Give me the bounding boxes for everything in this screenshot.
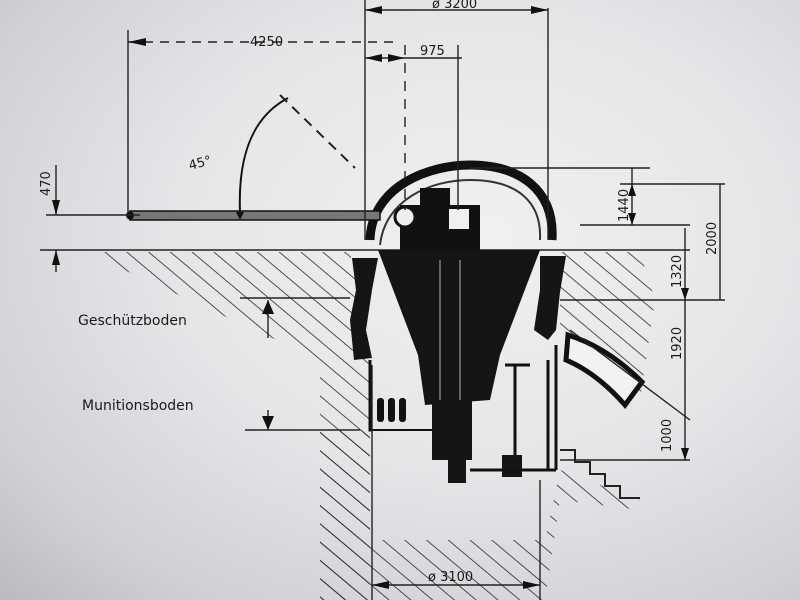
dim-height-1000: 1000 xyxy=(660,419,675,452)
elevation-arc xyxy=(238,97,289,213)
recoil-housing xyxy=(420,188,450,208)
dim-height-1440: 1440 xyxy=(617,189,632,222)
earth-hatch-left xyxy=(85,252,370,600)
dim-height-1320: 1320 xyxy=(670,255,685,288)
ammo-hoist-base xyxy=(502,455,522,477)
trunnion xyxy=(393,205,417,229)
dim-offset-975: 975 xyxy=(420,44,445,59)
dim-barrel-height: 470 xyxy=(39,171,54,196)
elevation-arc-arrow xyxy=(236,212,244,220)
turret-dome-inner xyxy=(379,178,542,246)
dim-barrel-reach: 4250 xyxy=(250,35,283,50)
turret-dome xyxy=(365,160,557,241)
central-pedestal xyxy=(432,400,472,460)
stairs xyxy=(560,449,640,499)
ammo-chute xyxy=(563,331,646,409)
dim-pit-diameter: ø 3100 xyxy=(428,570,473,585)
dim-height-2000: 2000 xyxy=(705,222,720,255)
pedestal-foot xyxy=(448,455,466,483)
label-gun-floor: Geschützboden xyxy=(78,313,187,329)
label-ammo-floor: Munitionsboden xyxy=(82,398,194,414)
dimension-lines xyxy=(46,0,725,600)
pit-wall-right xyxy=(534,256,566,340)
dim-elevation-angle: 45° xyxy=(187,153,213,173)
dim-dome-diameter: ø 3200 xyxy=(432,0,477,12)
elevation-line xyxy=(279,94,356,169)
dim-height-1920: 1920 xyxy=(670,327,685,360)
pit-wall-left xyxy=(350,258,378,360)
shell-rack xyxy=(377,398,406,422)
gun-barrel xyxy=(129,210,381,221)
earth-hatch-lower xyxy=(320,430,640,600)
dimension-arrows xyxy=(52,6,689,589)
earth-hatch-right xyxy=(560,252,655,400)
sight-box xyxy=(447,207,471,231)
